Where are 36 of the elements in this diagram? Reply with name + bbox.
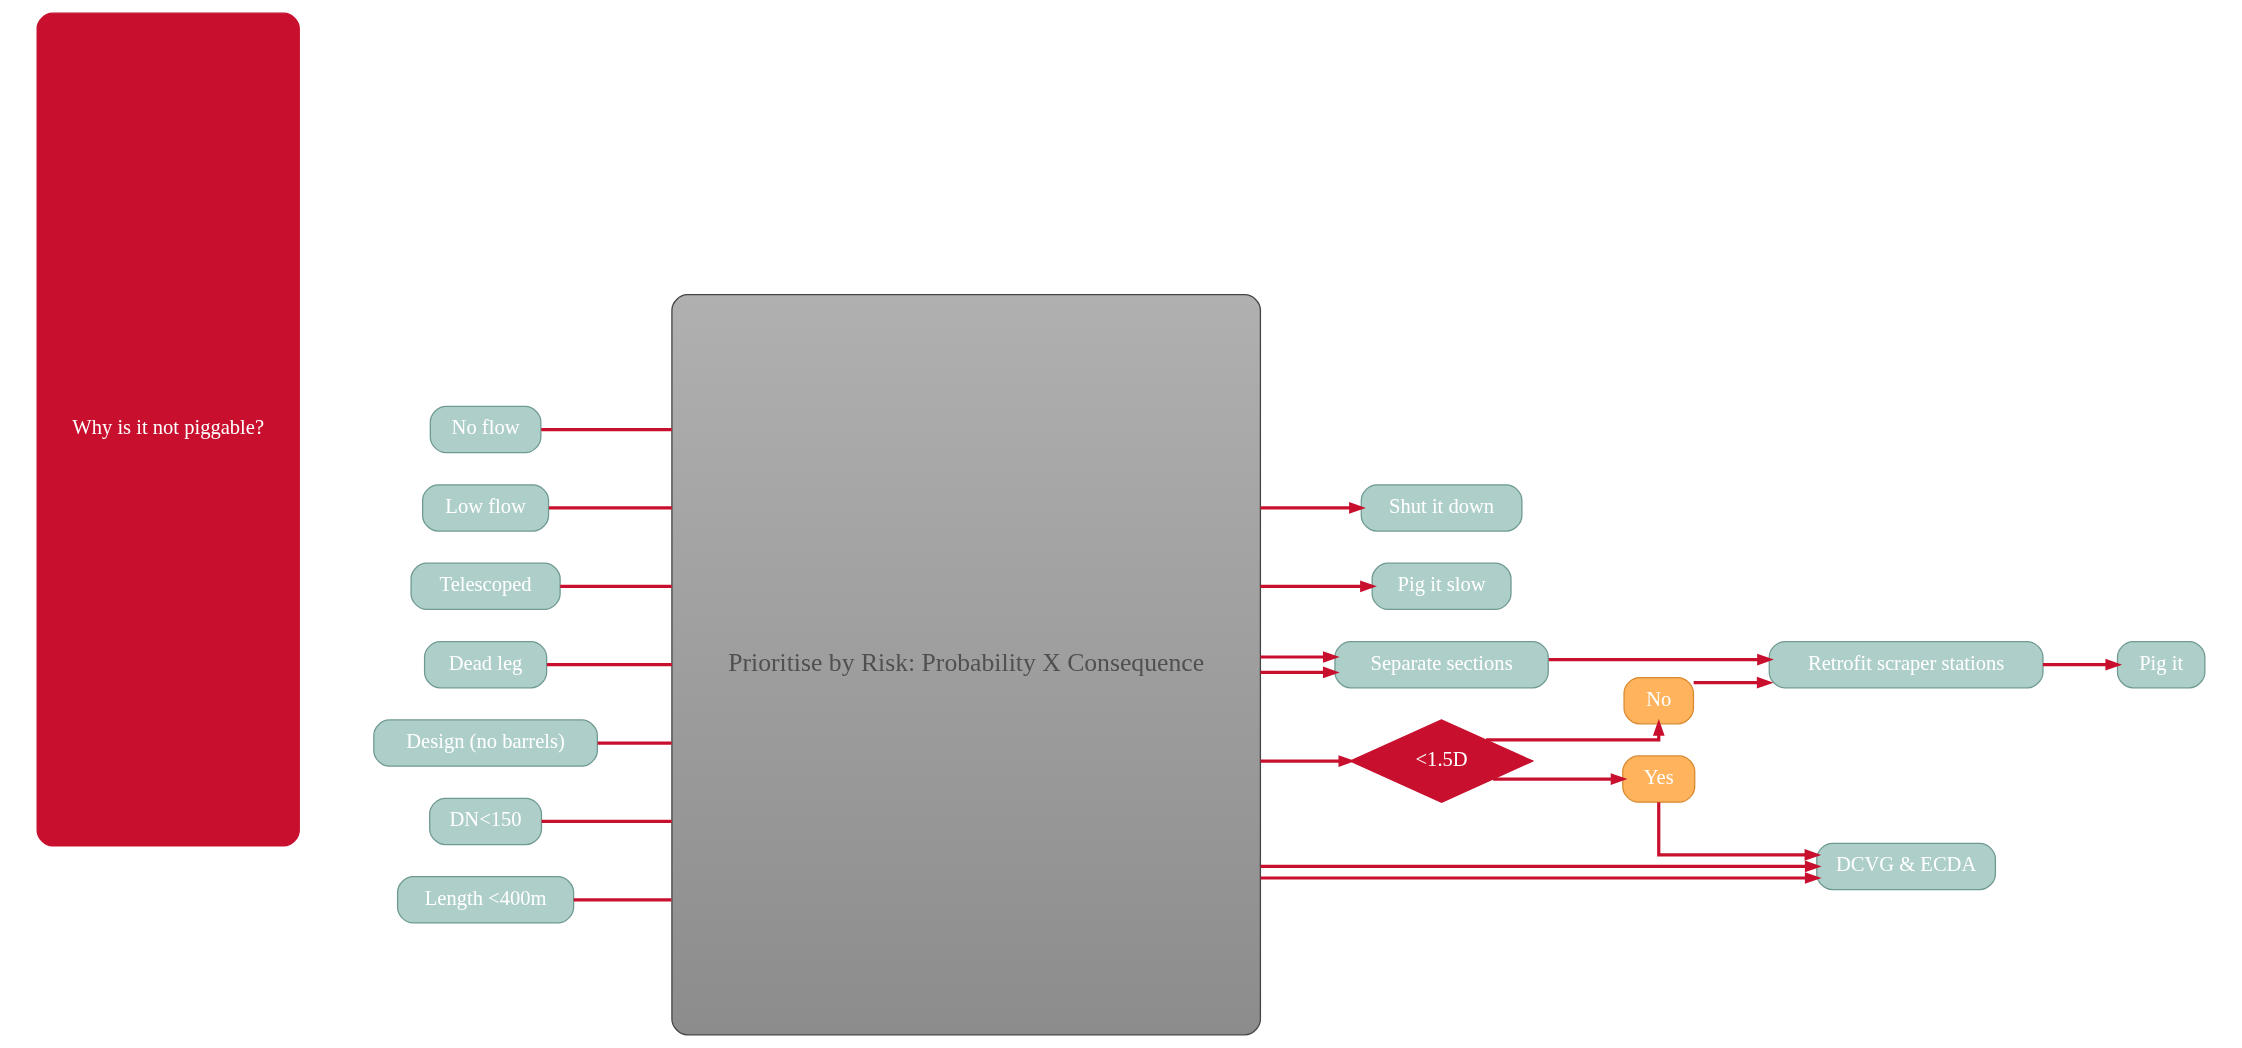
node-box: No flow bbox=[429, 405, 542, 454]
node-box: Length <400m bbox=[396, 876, 575, 924]
node-box: DN<150 bbox=[429, 797, 543, 846]
node-box: Telescoped bbox=[410, 562, 561, 611]
node-box: Separate sections bbox=[1334, 640, 1549, 689]
node-box: DCVG & ECDA bbox=[1816, 842, 1997, 891]
node-box: Shut it down bbox=[1360, 484, 1523, 532]
arrow bbox=[2042, 658, 2123, 671]
node-box: Pig it bbox=[2116, 640, 2206, 689]
node-box: Prioritise by Risk: Probability X Consequence bbox=[671, 294, 1262, 1036]
connector bbox=[548, 506, 672, 510]
arrow bbox=[1486, 719, 1665, 742]
connector bbox=[541, 819, 672, 824]
arrow bbox=[1693, 676, 1774, 689]
arrow bbox=[1260, 666, 1340, 679]
node-box: Why is it not piggable? bbox=[36, 12, 300, 847]
node-box: Dead leg bbox=[423, 640, 548, 689]
arrow bbox=[1260, 872, 1822, 884]
node-box: No bbox=[1623, 676, 1695, 725]
node-box: Pig it slow bbox=[1371, 562, 1512, 611]
arrow bbox=[1548, 653, 1774, 666]
connector bbox=[560, 584, 672, 588]
connector bbox=[546, 663, 672, 667]
connector bbox=[597, 741, 672, 745]
arrow bbox=[1493, 773, 1628, 785]
node-box: Retrofit scraper stations bbox=[1768, 640, 2044, 689]
arrow bbox=[1260, 580, 1377, 593]
arrow bbox=[1260, 651, 1340, 663]
connector bbox=[573, 898, 672, 902]
node-box: Design (no barrels) bbox=[373, 719, 598, 767]
arrow bbox=[1260, 860, 1822, 873]
arrow bbox=[1260, 502, 1366, 514]
arrow bbox=[1657, 802, 1822, 861]
node-box: Low flow bbox=[422, 484, 550, 532]
node-box: Yes bbox=[1622, 755, 1696, 803]
connector bbox=[541, 427, 672, 432]
